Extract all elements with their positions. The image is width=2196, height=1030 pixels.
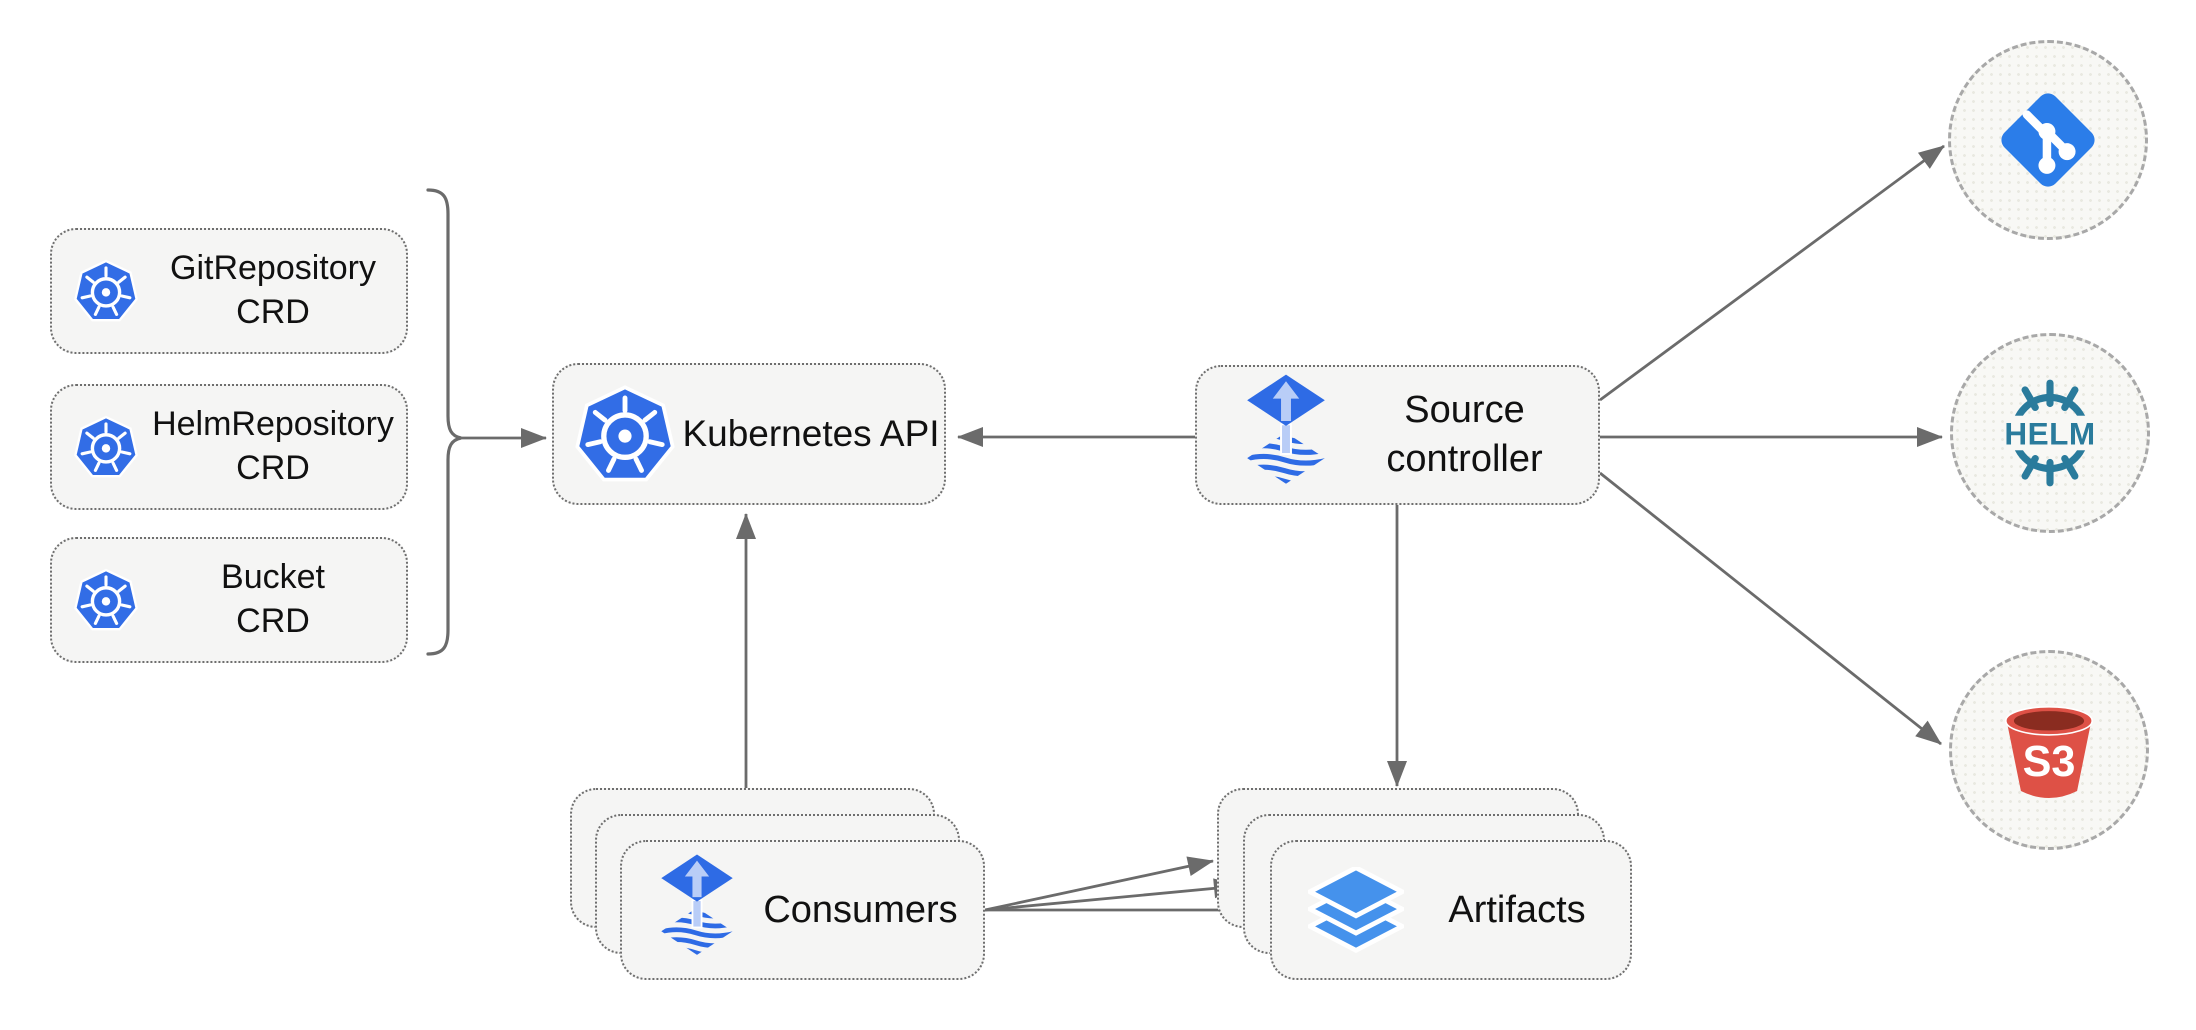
- node-label: Artifacts: [1448, 888, 1586, 931]
- node-gitrepository-crd: GitRepository CRD: [50, 228, 408, 354]
- node-label: Bucket CRD: [221, 558, 325, 640]
- flux-icon: [1241, 373, 1331, 497]
- s3-bucket-icon: [1995, 696, 2103, 804]
- kubernetes-icon: [72, 257, 140, 325]
- node-label: GitRepository CRD: [170, 249, 376, 331]
- node-source-controller: Source controller: [1195, 365, 1600, 505]
- crd-group-bracket: [426, 188, 462, 656]
- kubernetes-icon: [72, 413, 140, 481]
- kubernetes-icon: [72, 566, 140, 634]
- node-label: Source controller: [1386, 389, 1543, 480]
- node-label: Kubernetes API: [682, 413, 940, 455]
- edge-consumers-to-artifacts-2: [984, 878, 1240, 912]
- kubernetes-icon: [572, 381, 678, 487]
- edge-consumers-to-artifacts-1: [984, 856, 1214, 912]
- layers-icon: [1308, 867, 1404, 953]
- node-artifacts: Artifacts: [1270, 840, 1632, 980]
- git-icon: [1995, 87, 2101, 193]
- node-consumers: Consumers: [620, 840, 985, 980]
- edge-source-to-s3: [1599, 471, 1942, 746]
- node-label: Consumers: [763, 888, 958, 931]
- helm-icon: [1989, 372, 2111, 494]
- node-helm-endpoint: [1950, 333, 2150, 533]
- flux-icon: [656, 853, 738, 967]
- node-bucket-crd: Bucket CRD: [50, 537, 408, 663]
- node-helmrepository-crd: HelmRepository CRD: [50, 384, 408, 510]
- node-kubernetes-api: Kubernetes API: [552, 363, 946, 505]
- node-label: HelmRepository CRD: [152, 405, 394, 487]
- node-s3-endpoint: [1949, 650, 2149, 850]
- edge-source-to-git: [1599, 144, 1945, 402]
- node-git-endpoint: [1948, 40, 2148, 240]
